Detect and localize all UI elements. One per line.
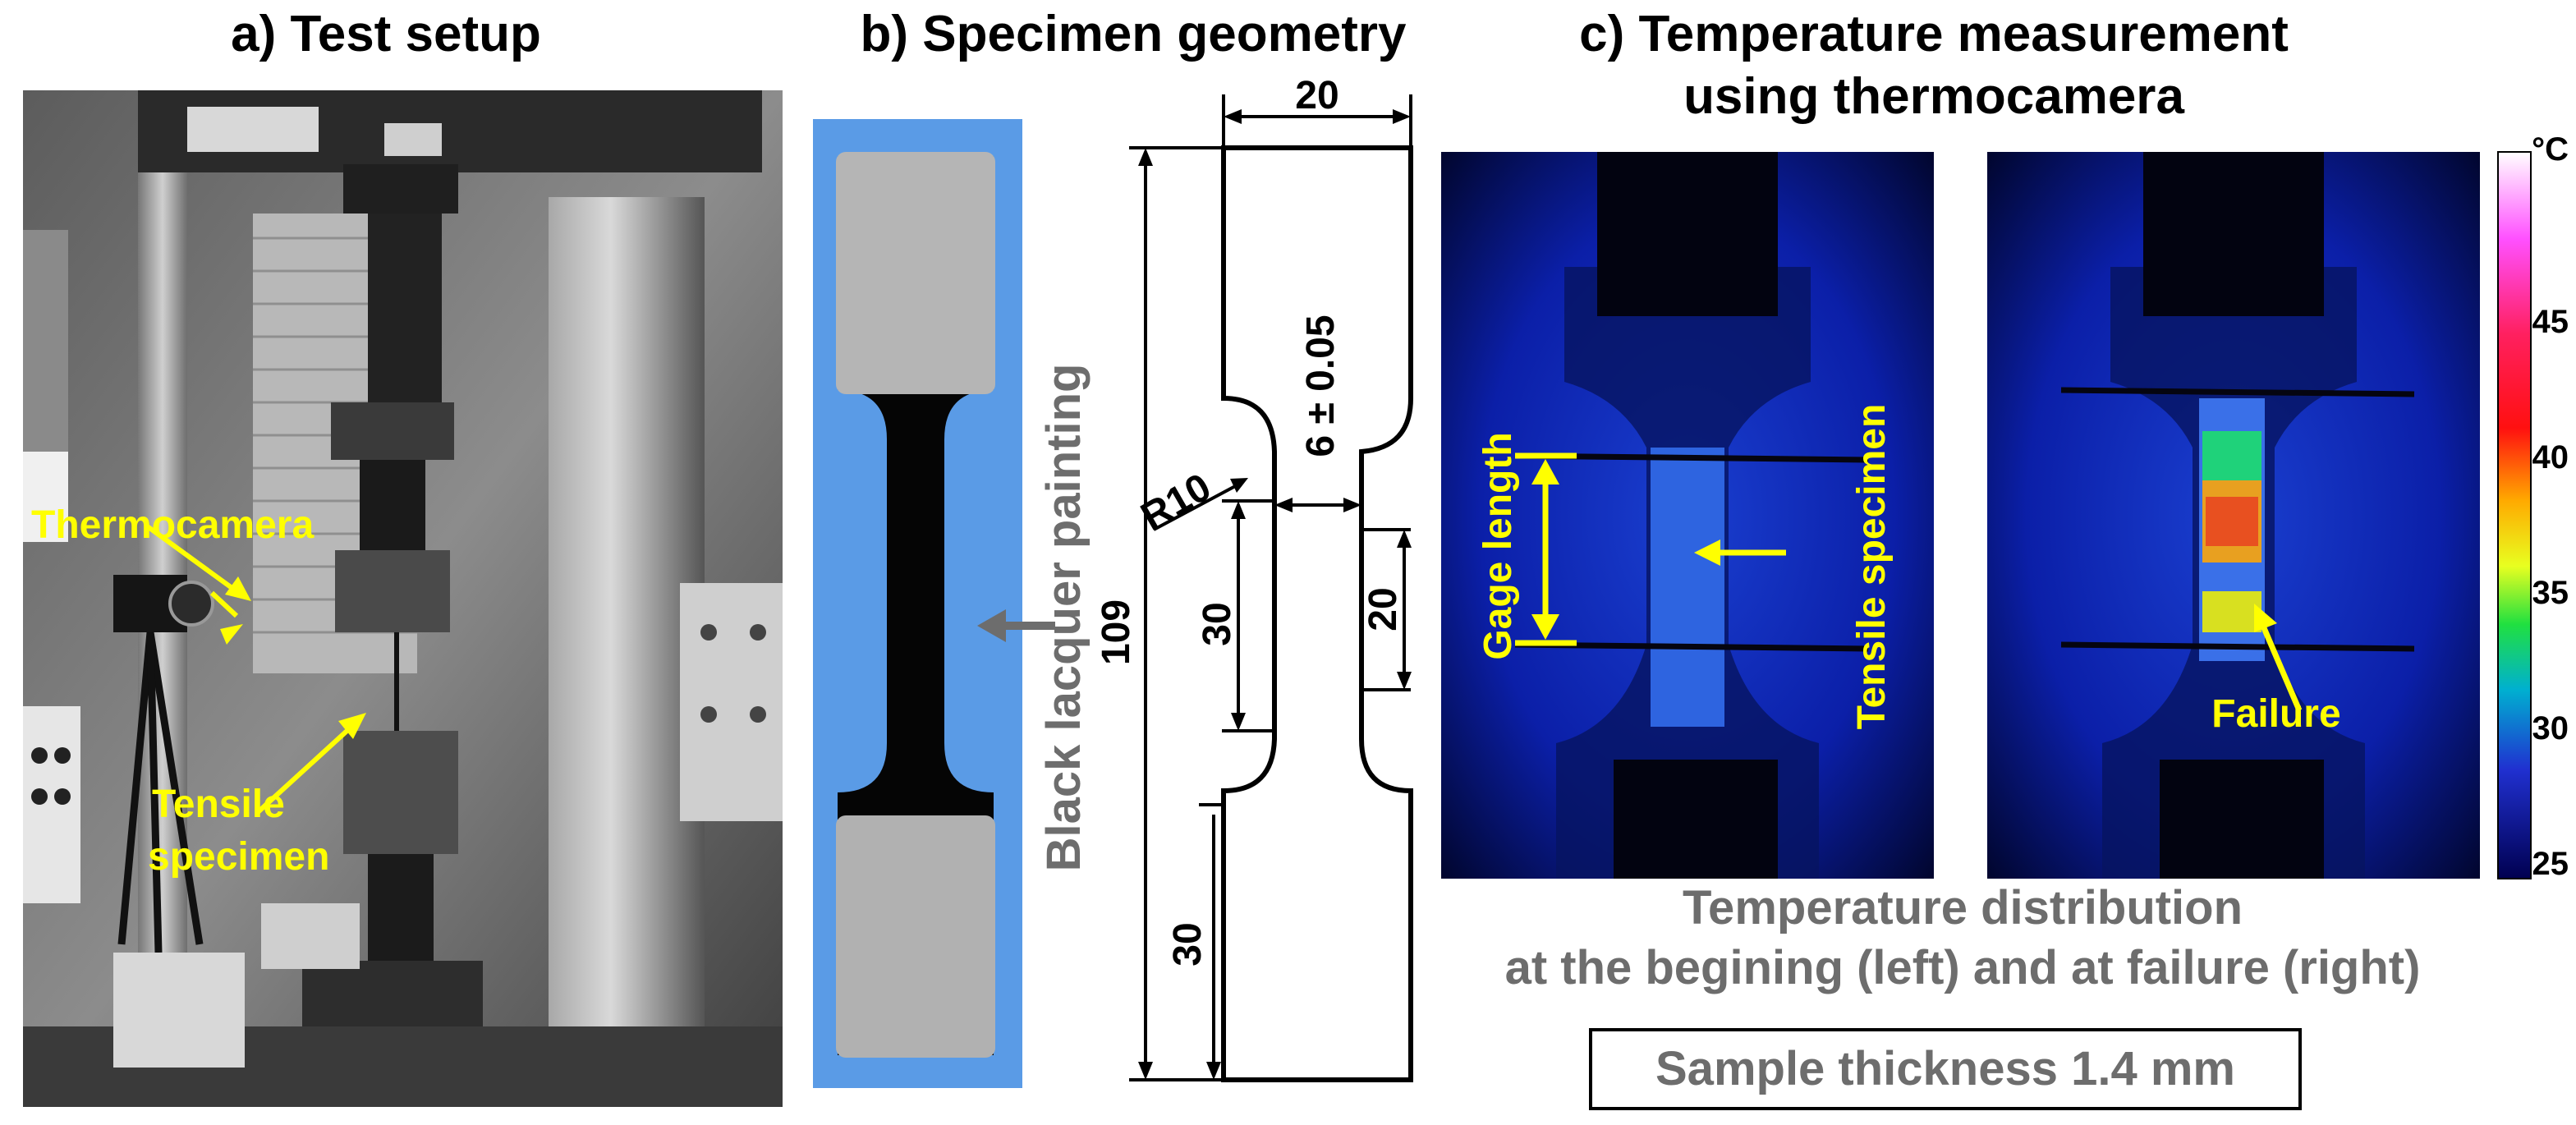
test-setup-photo [23, 90, 783, 1107]
dim-parallel-length: 30 [1196, 602, 1239, 645]
temperature-colorbar: °C 45 40 35 30 25 [2497, 135, 2569, 882]
specimen-arrow [255, 724, 354, 815]
panel-b-title: b) Specimen geometry [860, 6, 1407, 62]
failure-label: Failure [2211, 692, 2340, 736]
thermal-specimen-label: Tensile specimen [1850, 404, 1894, 730]
gage-length-label: Gage length [1476, 432, 1520, 659]
panel-a-title: a) Test setup [231, 6, 541, 62]
thermocamera-arrow [145, 523, 238, 594]
tensile-specimen-label-line2: specimen [148, 835, 330, 879]
thickness-box: Sample thickness 1.4 mm [1589, 1028, 2302, 1110]
colorbar-tick-35: 35 [2532, 575, 2569, 611]
dim-width: 20 [1295, 74, 1339, 117]
dim-grip-length: 30 [1166, 922, 1210, 966]
caption-line2: at the begining (left) and at failure (r… [1504, 940, 2421, 994]
specimen-drawing: 20 109 30 20 30 R10 6 ± 0.05 [1095, 74, 1413, 1082]
lacquer-annotation: Black lacquer painting [977, 364, 1091, 872]
thickness-label: Sample thickness 1.4 mm [1655, 1042, 2235, 1095]
colorbar-tick-30: 30 [2532, 710, 2569, 746]
dim-gauge-length: 20 [1361, 587, 1405, 631]
panel-c-title-line1: c) Temperature measurement [1579, 6, 2289, 62]
colorbar-tick-40: 40 [2532, 439, 2569, 475]
thermocamera-label: Thermocamera [31, 503, 315, 547]
lacquer-label: Black lacquer painting [1037, 364, 1091, 872]
specimen-photo [813, 119, 1022, 1088]
dim-gauge-width: 6 ± 0.05 [1299, 315, 1343, 457]
colorbar-unit: °C [2532, 135, 2569, 168]
colorbar-tick-45: 45 [2532, 304, 2569, 340]
thermal-image-failure [1987, 152, 2480, 879]
colorbar-tick-25: 25 [2532, 846, 2569, 882]
panel-c-title-line2: using thermocamera [1683, 68, 2184, 125]
tensile-specimen-label-line1: Tensile [152, 783, 285, 826]
caption-line1: Temperature distribution [1682, 881, 2243, 934]
dim-total-length: 109 [1095, 599, 1138, 665]
thermal-annotations: Gage length Tensile specimen Failure [1476, 404, 2341, 736]
